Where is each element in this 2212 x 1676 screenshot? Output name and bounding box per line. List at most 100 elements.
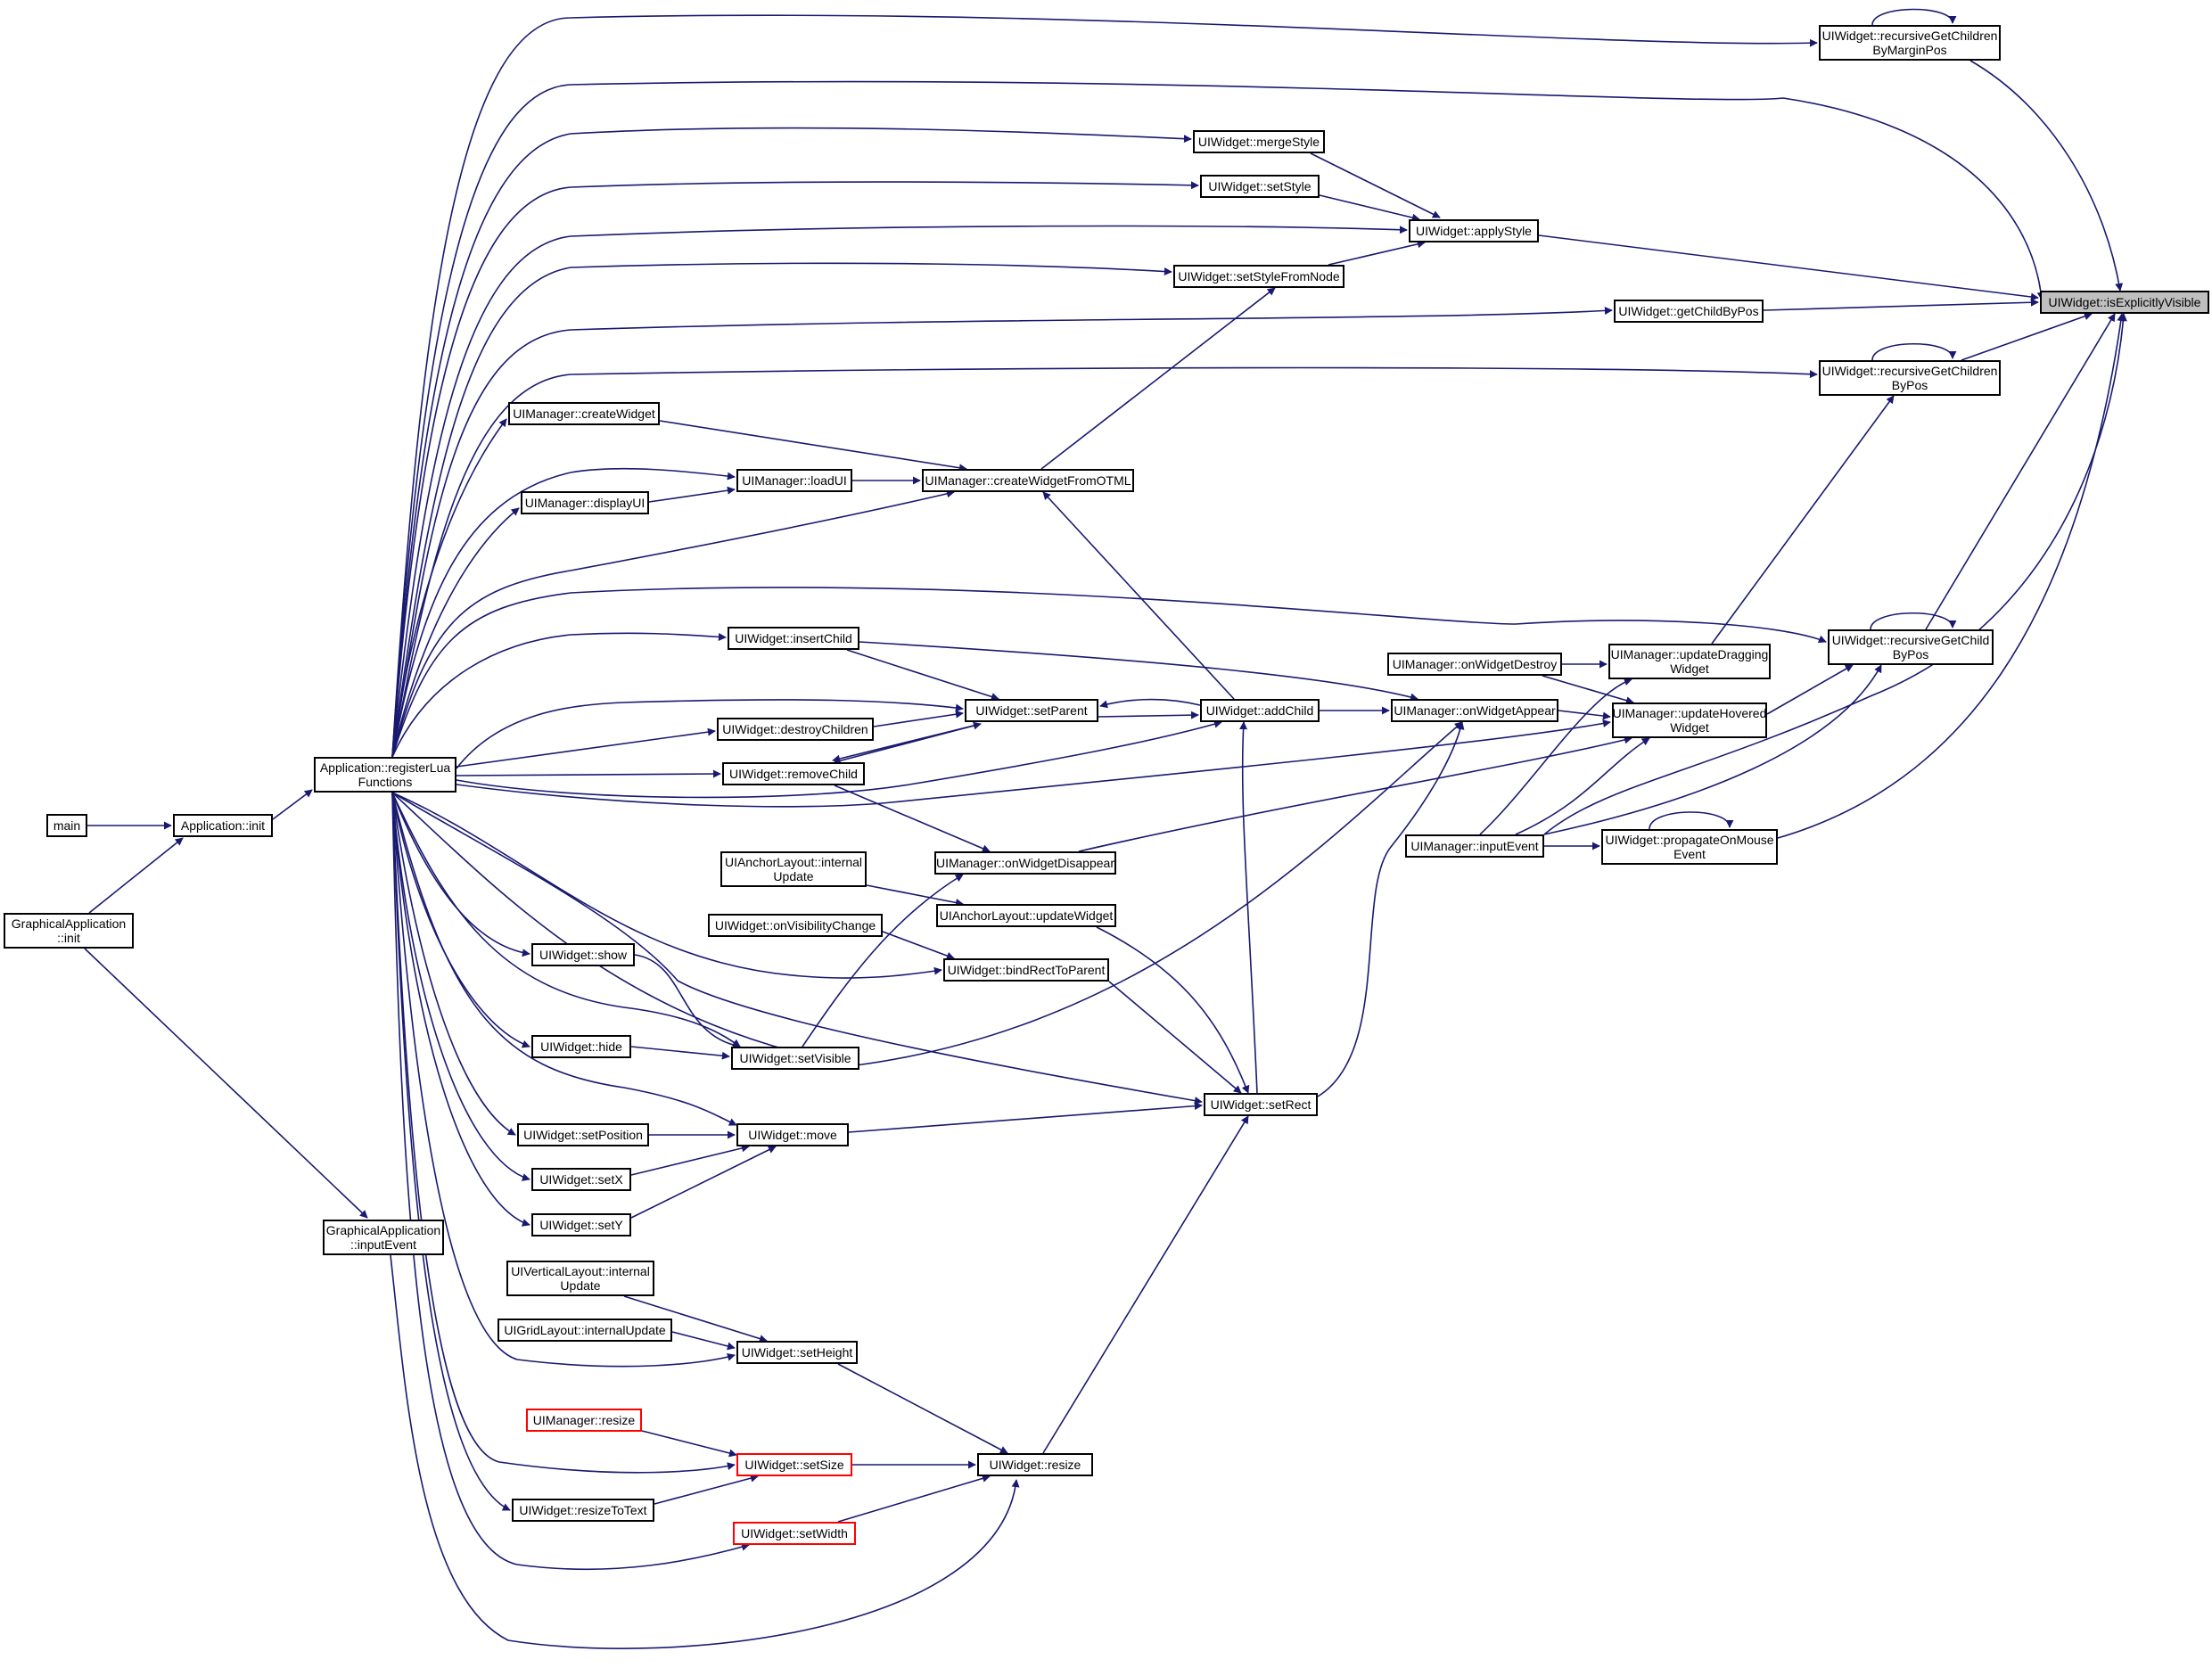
edge-register-to-set-style-from-node [391, 262, 1172, 758]
edge-register-to-display-ui [391, 507, 520, 758]
node-graphical-application-input-event[interactable]: GraphicalApplication ::inputEvent [323, 1220, 444, 1255]
node-manager-update-dragging-widget[interactable]: UIManager::updateDragging Widget [1608, 644, 1771, 679]
edge-graphical-init-to-app-init [88, 837, 184, 914]
node-widget-set-style[interactable]: UIWidget::setStyle [1200, 175, 1320, 198]
edge-register-to-set-parent [456, 699, 964, 769]
node-manager-input-event[interactable]: UIManager::inputEvent [1405, 834, 1544, 858]
edge-register-to-set-y [391, 792, 530, 1227]
edge-register-to-set-width [391, 792, 750, 1571]
node-application-init[interactable]: Application::init [173, 814, 273, 837]
edge-add-child-to-create-from-otml [1042, 491, 1235, 700]
edge-propagate-self [1649, 811, 1734, 830]
edge-register-to-load-ui [391, 467, 736, 758]
node-grid-layout-internal-update[interactable]: UIGridLayout::internalUpdate [497, 1319, 672, 1342]
node-widget-set-width[interactable]: UIWidget::setWidth [733, 1522, 856, 1545]
node-anchor-layout-internal-update[interactable]: UIAnchorLayout::internal Update [720, 851, 867, 887]
node-widget-destroy-children[interactable]: UIWidget::destroyChildren [717, 718, 874, 741]
node-anchor-layout-update-widget[interactable]: UIAnchorLayout::updateWidget [936, 904, 1116, 927]
node-manager-display-ui[interactable]: UIManager::displayUI [521, 491, 649, 514]
edge-register-to-get-child-by-pos [391, 306, 1613, 758]
node-widget-get-child-by-pos[interactable]: UIWidget::getChildByPos [1614, 300, 1764, 323]
edge-recursive-margin-to-explicitly-visible [1969, 60, 2124, 292]
edge-register-to-set-style [391, 181, 1199, 758]
edge-manager-resize-to-set-size [641, 1430, 737, 1458]
node-widget-remove-child[interactable]: UIWidget::removeChild [722, 762, 865, 785]
edge-register-to-set-x [391, 792, 530, 1181]
edge-create-from-otml-to-set-style-from-node [1040, 287, 1276, 470]
edge-register-to-insert-child [391, 632, 727, 758]
edge-register-to-hide [391, 792, 530, 1048]
edge-register-to-explicitly-visible [391, 80, 2045, 758]
node-manager-on-widget-appear[interactable]: UIManager::onWidgetAppear [1391, 699, 1558, 722]
edge-recursive-child-by-pos-self [1870, 612, 1957, 630]
edge-register-to-set-visible [391, 792, 741, 1048]
node-widget-recursive-get-children-by-margin-pos[interactable]: UIWidget::recursiveGetChildren ByMarginP… [1819, 25, 2001, 61]
edge-recursive-children-by-pos-self [1871, 342, 1957, 361]
node-widget-insert-child[interactable]: UIWidget::insertChild [728, 627, 859, 650]
edge-register-to-move [391, 792, 737, 1126]
edge-on-visibility-change-to-bind-rect [882, 931, 955, 960]
edge-set-style-from-node-to-apply-style [1328, 240, 1426, 266]
edge-register-to-on-widget-appear [391, 721, 1463, 1066]
node-widget-set-style-from-node[interactable]: UIWidget::setStyleFromNode [1173, 265, 1344, 288]
edge-set-y-to-move [630, 1146, 777, 1219]
node-manager-on-widget-destroy[interactable]: UIManager::onWidgetDestroy [1387, 653, 1562, 676]
node-manager-on-widget-disappear[interactable]: UIManager::onWidgetDisappear [934, 851, 1116, 875]
node-widget-move[interactable]: UIWidget::move [736, 1123, 849, 1146]
edge-bind-rect-to-set-rect [1108, 981, 1242, 1094]
edge-set-height-to-resize [837, 1363, 1008, 1454]
edge-register-to-merge-style [391, 127, 1192, 758]
edge-set-parent-to-add-child [1098, 711, 1199, 719]
node-widget-set-size[interactable]: UIWidget::setSize [736, 1453, 852, 1476]
edge-graphical-init-to-graphical-input [84, 948, 368, 1219]
node-widget-apply-style[interactable]: UIWidget::applyStyle [1409, 219, 1539, 242]
node-widget-add-child[interactable]: UIWidget::addChild [1200, 699, 1320, 722]
node-widget-show[interactable]: UIWidget::show [531, 943, 635, 966]
node-widget-set-height[interactable]: UIWidget::setHeight [736, 1341, 858, 1364]
edge-destroy-children-to-set-parent [873, 710, 964, 727]
node-register-lua-functions[interactable]: Application::registerLua Functions [314, 757, 456, 793]
node-widget-set-rect[interactable]: UIWidget::setRect [1204, 1093, 1318, 1116]
edge-get-child-by-pos-to-explicitly-visible [1763, 298, 2039, 311]
edge-register-to-destroy-children [456, 727, 716, 768]
edge-register-to-set-height [391, 792, 736, 1368]
node-vertical-layout-internal-update[interactable]: UIVerticalLayout::internal Update [506, 1261, 654, 1296]
node-widget-set-y[interactable]: UIWidget::setY [531, 1213, 631, 1236]
node-manager-load-ui[interactable]: UIManager::loadUI [736, 469, 852, 492]
node-widget-propagate-on-mouse-event[interactable]: UIWidget::propagateOnMouse Event [1601, 829, 1778, 865]
node-widget-set-position[interactable]: UIWidget::setPosition [517, 1123, 649, 1146]
node-manager-resize[interactable]: UIManager::resize [526, 1409, 642, 1432]
node-widget-set-parent[interactable]: UIWidget::setParent [965, 699, 1098, 722]
node-widget-set-visible[interactable]: UIWidget::setVisible [731, 1047, 859, 1070]
edge-recursive-child-by-pos-to-explicitly-visible [1925, 313, 2116, 630]
edge-register-to-update-hovered [456, 719, 1611, 808]
node-widget-merge-style[interactable]: UIWidget::mergeStyle [1193, 130, 1325, 153]
node-widget-resize-to-text[interactable]: UIWidget::resizeToText [512, 1499, 654, 1522]
edge-on-widget-appear-to-update-hovered [1558, 710, 1611, 720]
node-widget-hide[interactable]: UIWidget::hide [531, 1035, 631, 1058]
node-widget-bind-rect-to-parent[interactable]: UIWidget::bindRectToParent [943, 958, 1109, 982]
edge-resize-to-set-rect [1042, 1115, 1249, 1454]
node-widget-is-explicitly-visible[interactable]: UIWidget::isExplicitlyVisible [2040, 291, 2209, 314]
node-graphical-application-init[interactable]: GraphicalApplication ::init [4, 913, 134, 949]
node-widget-resize[interactable]: UIWidget::resize [977, 1453, 1093, 1476]
edge-create-widget-to-create-from-otml [659, 420, 967, 472]
edge-register-to-recursive-children-by-pos [391, 366, 1818, 758]
node-widget-set-x[interactable]: UIWidget::setX [531, 1168, 631, 1191]
edge-anchor-update-to-set-rect [1096, 926, 1250, 1094]
node-widget-recursive-get-child-by-pos[interactable]: UIWidget::recursiveGetChild ByPos [1828, 629, 1994, 665]
edge-register-to-add-child [456, 719, 1222, 799]
node-widget-on-visibility-change[interactable]: UIWidget::onVisibilityChange [708, 914, 883, 937]
node-widget-recursive-get-children-by-pos[interactable]: UIWidget::recursiveGetChildren ByPos [1819, 360, 2001, 396]
edge-grid-internal-to-set-height [671, 1331, 736, 1351]
node-main[interactable]: main [46, 814, 87, 837]
edge-hide-to-set-visible [630, 1046, 730, 1060]
edge-insert-child-to-on-widget-appear [859, 641, 1418, 702]
node-manager-update-hovered-widget[interactable]: UIManager::updateHovered Widget [1612, 702, 1767, 738]
edge-set-parent-to-remove-child [832, 723, 982, 763]
edge-register-to-set-rect [391, 792, 1203, 1105]
node-manager-create-widget[interactable]: UIManager::createWidget [508, 402, 660, 425]
node-manager-create-widget-from-otml[interactable]: UIManager::createWidgetFromOTML [922, 469, 1134, 492]
edge-register-to-set-size [391, 792, 736, 1474]
